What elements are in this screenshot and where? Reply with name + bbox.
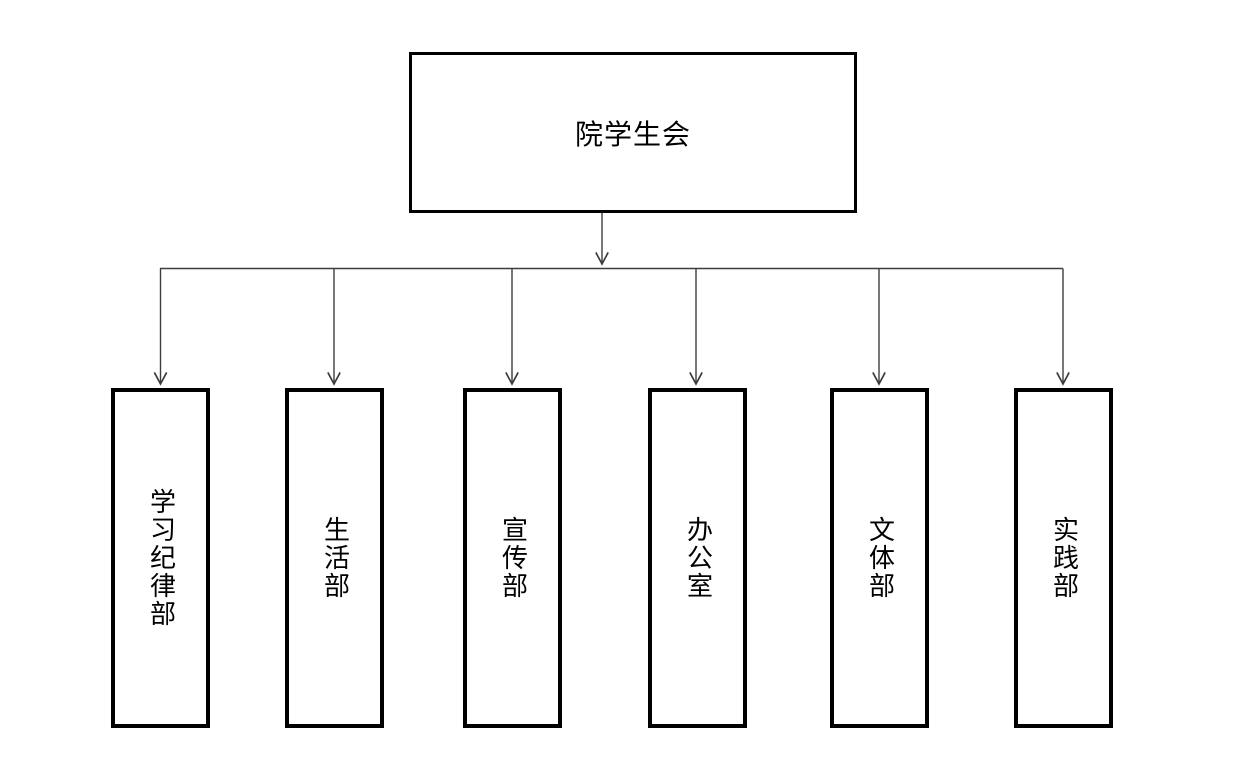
dept-node-label: 宣传部 <box>498 516 528 600</box>
dept-node-study-discipline: 学习纪律部 <box>111 388 210 728</box>
dept-node-label: 文体部 <box>865 516 895 600</box>
dept-node-culture-sports: 文体部 <box>830 388 929 728</box>
dept-node-practice: 实践部 <box>1014 388 1113 728</box>
root-node-label: 院学生会 <box>574 119 691 151</box>
dept-node-label: 生活部 <box>320 516 350 600</box>
dept-node-office: 办公室 <box>648 388 747 728</box>
dept-node-publicity: 宣传部 <box>463 388 562 728</box>
root-node: 院学生会 <box>409 52 857 213</box>
dept-node-label: 实践部 <box>1049 516 1079 600</box>
dept-node-label: 学习纪律部 <box>146 488 176 628</box>
dept-node-life: 生活部 <box>285 388 384 728</box>
dept-node-label: 办公室 <box>683 516 713 600</box>
